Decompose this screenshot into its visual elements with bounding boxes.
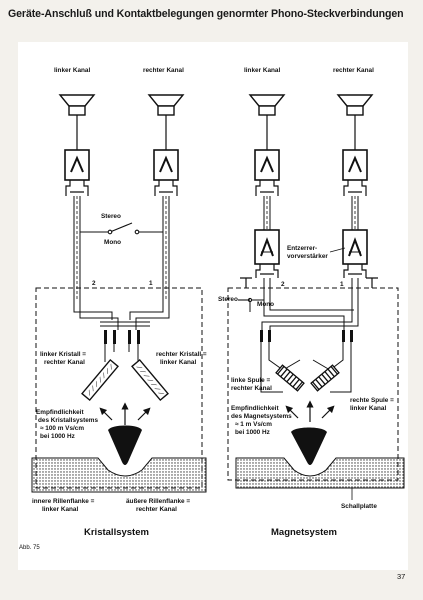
amplifier-icon bbox=[64, 149, 90, 181]
groove-outer-label-1: äußere Rillenflanke = bbox=[126, 498, 190, 505]
crystal-system-diagram: linker Kanal rechter Kanal bbox=[31, 67, 207, 538]
left-pin1-label: 1 bbox=[149, 280, 153, 287]
magnet-coil-left bbox=[275, 364, 305, 392]
right-channel-left-label: linker Kanal bbox=[244, 67, 280, 74]
crystal-sensitivity-3: ≈ 100 m Vs/cm bbox=[40, 425, 84, 432]
stylus-icon bbox=[291, 427, 327, 465]
speaker-icon bbox=[248, 94, 286, 116]
right-connector-frame bbox=[227, 287, 399, 481]
speaker-icon bbox=[58, 94, 96, 116]
crystal-right-label-1: rechter Kristall = bbox=[156, 351, 207, 358]
magnet-sensitivity-2: des Magnetsystems bbox=[231, 413, 292, 420]
crystal-system-label: Kristallsystem bbox=[84, 527, 149, 538]
stereo-mono-switch bbox=[80, 222, 163, 235]
groove-inner-label-1: innere Rillenflanke = bbox=[32, 498, 95, 505]
coil-left-label-1: linke Spule = bbox=[231, 377, 271, 384]
crystal-element-right bbox=[131, 358, 169, 402]
preamp-label-1: Entzerrer- bbox=[287, 245, 317, 252]
right-stereo-label: Stereo bbox=[218, 296, 238, 303]
groove-outer-label-2: rechter Kanal bbox=[136, 506, 177, 513]
preamplifier-icon bbox=[342, 229, 368, 265]
amplifier-icon bbox=[254, 149, 280, 181]
record-section bbox=[31, 457, 207, 493]
groove-inner-label-2: linker Kanal bbox=[42, 506, 78, 513]
coil-right-label-2: linker Kanal bbox=[350, 405, 386, 412]
crystal-sensitivity-4: bei 1000 Hz bbox=[40, 433, 75, 440]
crystal-left-label-2: rechter Kanal bbox=[44, 359, 85, 366]
magnet-system-diagram: linker Kanal rechter Kanal bbox=[218, 67, 405, 538]
amplifier-icon bbox=[153, 149, 179, 181]
crystal-sensitivity-1: Empfindlichkeit bbox=[36, 409, 84, 416]
right-pin2-label: 2 bbox=[281, 281, 285, 288]
left-channel-left-label: linker Kanal bbox=[54, 67, 90, 74]
preamp-label-2: vorverstärker bbox=[287, 253, 328, 260]
coil-left-label-2: rechter Kanal bbox=[231, 385, 272, 392]
right-pin1-label: 1 bbox=[340, 281, 344, 288]
left-mono-label: Mono bbox=[104, 239, 121, 246]
magnet-sensitivity-1: Empfindlichkeit bbox=[231, 405, 279, 412]
preamplifier-icon bbox=[254, 229, 280, 265]
crystal-sensitivity-2: des Kristallsystems bbox=[38, 417, 98, 424]
record-label: Schallplatte bbox=[341, 503, 377, 510]
record-section bbox=[235, 457, 405, 489]
crystal-left-label-1: linker Kristall = bbox=[40, 351, 86, 358]
magnet-sensitivity-4: bei 1000 Hz bbox=[235, 429, 270, 436]
left-stereo-label: Stereo bbox=[101, 213, 121, 220]
coil-right-label-1: rechte Spule = bbox=[350, 397, 394, 404]
figure-label: Abb. 75 bbox=[19, 545, 40, 551]
left-channel-right-label: rechter Kanal bbox=[143, 67, 184, 74]
page-number: 37 bbox=[397, 572, 405, 581]
magnet-sensitivity-3: ≈ 1 m Vs/cm bbox=[235, 421, 272, 428]
magnet-system-label: Magnetsystem bbox=[271, 527, 337, 538]
left-pin2-label: 2 bbox=[92, 280, 96, 287]
amplifier-icon bbox=[342, 149, 368, 181]
crystal-element-left bbox=[81, 358, 119, 402]
stylus-icon bbox=[108, 425, 142, 465]
right-channel-right-label: rechter Kanal bbox=[333, 67, 374, 74]
page-title: Geräte-Anschluß und Kontaktbelegungen ge… bbox=[8, 8, 404, 20]
right-mono-label: Mono bbox=[257, 301, 274, 308]
magnet-coil-right bbox=[310, 364, 340, 392]
crystal-right-label-2: linker Kanal bbox=[160, 359, 196, 366]
